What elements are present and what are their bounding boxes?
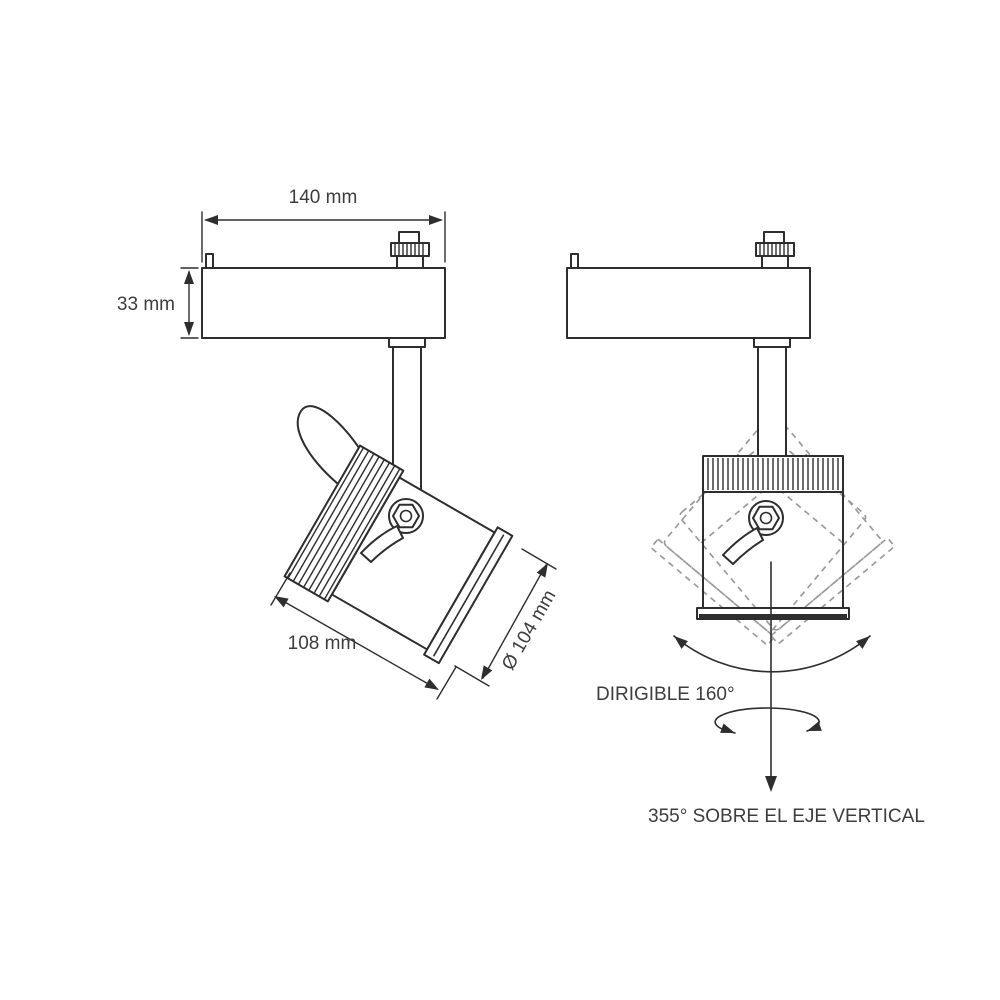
locking-lever-right [722, 527, 764, 565]
arrowhead [184, 322, 194, 336]
arrowhead [674, 636, 688, 649]
dimension-body-length: 108 mm [270, 572, 457, 700]
heatsink-fins-left [283, 444, 405, 603]
power-cable [296, 405, 371, 485]
stem-right [757, 346, 787, 460]
label-track-width: 140 mm [289, 187, 358, 208]
arrowhead [274, 596, 289, 608]
lamp-head-left [283, 444, 514, 665]
label-body-length: 108 mm [288, 633, 357, 654]
arrowhead [536, 563, 548, 578]
dimension-track-width: 140 mm [201, 187, 446, 263]
locking-knob-left [360, 498, 424, 563]
locking-lever-left [360, 525, 404, 563]
label-tilt-range: DIRIGIBLE 160° [596, 684, 735, 705]
label-track-height: 33 mm [117, 294, 175, 315]
trim-ring-right [696, 607, 850, 620]
rotation-arrow [714, 707, 822, 734]
trim-ring-shadow [699, 614, 847, 618]
left-fixture-view: 140 mm 33 mm 108 mm Ø 104 mm [117, 187, 561, 700]
track-adapter-left [201, 267, 446, 339]
lamp-head-right [696, 455, 850, 620]
label-vertical-rotation: 355° SOBRE EL EJE VERTICAL [648, 806, 925, 827]
arrowhead [424, 678, 439, 690]
arrowhead [481, 665, 493, 680]
locking-knob-right [722, 500, 784, 565]
mounting-pin-left [205, 253, 214, 269]
heatsink-fins-right [702, 455, 844, 493]
tilt-arc-arrow [673, 635, 871, 673]
arrowhead [720, 723, 735, 733]
power-connector-left [390, 231, 430, 269]
dimension-track-height: 33 mm [117, 267, 199, 339]
arrowhead [204, 215, 218, 225]
arrowhead [807, 721, 822, 731]
arrowhead [856, 636, 870, 649]
label-diameter: Ø 104 mm [498, 587, 561, 674]
arrowhead [184, 270, 194, 284]
stem-collar-left [388, 337, 426, 348]
arrowhead [429, 215, 443, 225]
right-fixture-view: DIRIGIBLE 160° 355° SOBRE EL EJE VERTICA… [566, 231, 925, 827]
power-connector-right [755, 231, 795, 269]
vertical-axis-arrow [765, 561, 777, 792]
track-adapter-right [566, 267, 811, 339]
arrowhead [765, 776, 777, 792]
ghost-tilt-left [679, 426, 896, 645]
stem-collar-right [753, 337, 791, 348]
mounting-pin-right [570, 253, 579, 269]
